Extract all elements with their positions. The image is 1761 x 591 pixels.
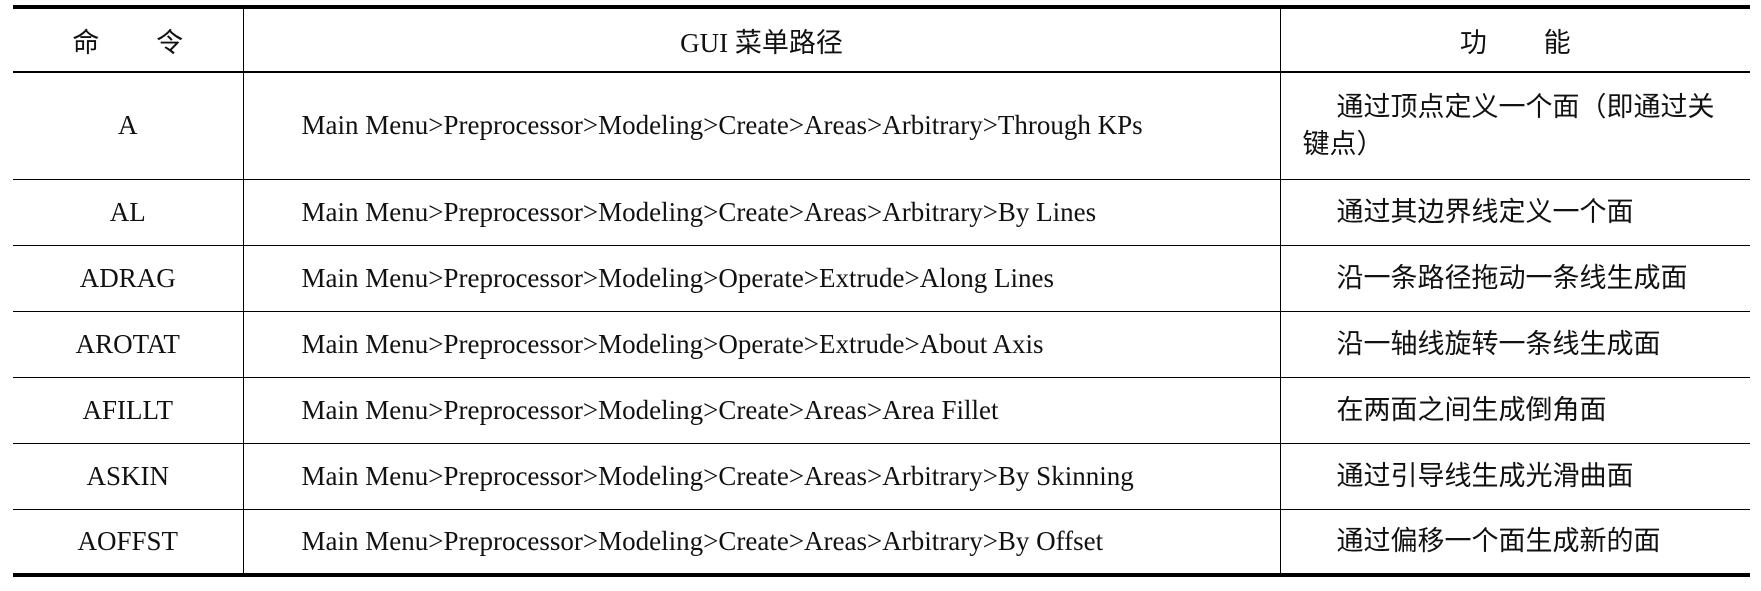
table-row: ASKIN Main Menu>Preprocessor>Modeling>Cr… <box>13 442 1750 509</box>
command-cell: ASKIN <box>13 442 243 509</box>
table-row: AOFFST Main Menu>Preprocessor>Modeling>C… <box>13 508 1750 577</box>
table-row: A Main Menu>Preprocessor>Modeling>Create… <box>13 71 1750 179</box>
function-cell: 沿一轴线旋转一条线生成面 <box>1279 310 1750 377</box>
function-text: 沿一条路径拖动一条线生成面 <box>1336 262 1688 293</box>
gui-path-cell: Main Menu>Preprocessor>Modeling>Create>A… <box>242 508 1280 577</box>
gui-path-cell: Main Menu>Preprocessor>Modeling>Create>A… <box>242 376 1280 443</box>
command-cell: AROTAT <box>13 310 243 377</box>
command-cell: AOFFST <box>13 508 243 577</box>
function-text: 通过引导线生成光滑曲面 <box>1336 460 1634 491</box>
table-body: A Main Menu>Preprocessor>Modeling>Create… <box>13 71 1750 577</box>
command-table: 命 令 GUI 菜单路径 功 能 A Main Menu>Preprocesso… <box>13 5 1750 577</box>
function-text: 通过偏移一个面生成新的面 <box>1336 525 1661 556</box>
header-command: 命 令 <box>13 5 243 73</box>
header-gui-path: GUI 菜单路径 <box>242 5 1280 73</box>
function-cell: 沿一条路径拖动一条线生成面 <box>1279 244 1750 311</box>
table-row: AFILLT Main Menu>Preprocessor>Modeling>C… <box>13 376 1750 443</box>
function-text: 沿一轴线旋转一条线生成面 <box>1336 328 1661 359</box>
function-cell: 通过引导线生成光滑曲面 <box>1279 442 1750 509</box>
function-cell: 通过其边界线定义一个面 <box>1279 178 1750 245</box>
command-cell: A <box>13 71 243 179</box>
table-header: 命 令 GUI 菜单路径 功 能 <box>13 5 1750 73</box>
command-cell: ADRAG <box>13 244 243 311</box>
command-table-container: 命 令 GUI 菜单路径 功 能 A Main Menu>Preprocesso… <box>13 5 1750 577</box>
function-text: 在两面之间生成倒角面 <box>1336 394 1607 425</box>
function-text: 通过顶点定义一个面（即通过关键点） <box>1302 91 1715 159</box>
gui-path-cell: Main Menu>Preprocessor>Modeling>Operate>… <box>242 310 1280 377</box>
command-cell: AL <box>13 178 243 245</box>
gui-path-cell: Main Menu>Preprocessor>Modeling>Create>A… <box>242 71 1280 179</box>
function-text: 通过其边界线定义一个面 <box>1336 196 1634 227</box>
table-row: ADRAG Main Menu>Preprocessor>Modeling>Op… <box>13 244 1750 311</box>
header-function: 功 能 <box>1279 5 1750 73</box>
command-cell: AFILLT <box>13 376 243 443</box>
function-cell: 在两面之间生成倒角面 <box>1279 376 1750 443</box>
gui-path-cell: Main Menu>Preprocessor>Modeling>Create>A… <box>242 178 1280 245</box>
header-row: 命 令 GUI 菜单路径 功 能 <box>13 5 1750 73</box>
table-row: AROTAT Main Menu>Preprocessor>Modeling>O… <box>13 310 1750 377</box>
gui-path-cell: Main Menu>Preprocessor>Modeling>Create>A… <box>242 442 1280 509</box>
function-cell: 通过顶点定义一个面（即通过关键点） <box>1279 71 1750 179</box>
table-row: AL Main Menu>Preprocessor>Modeling>Creat… <box>13 178 1750 245</box>
function-cell: 通过偏移一个面生成新的面 <box>1279 508 1750 577</box>
gui-path-cell: Main Menu>Preprocessor>Modeling>Operate>… <box>242 244 1280 311</box>
